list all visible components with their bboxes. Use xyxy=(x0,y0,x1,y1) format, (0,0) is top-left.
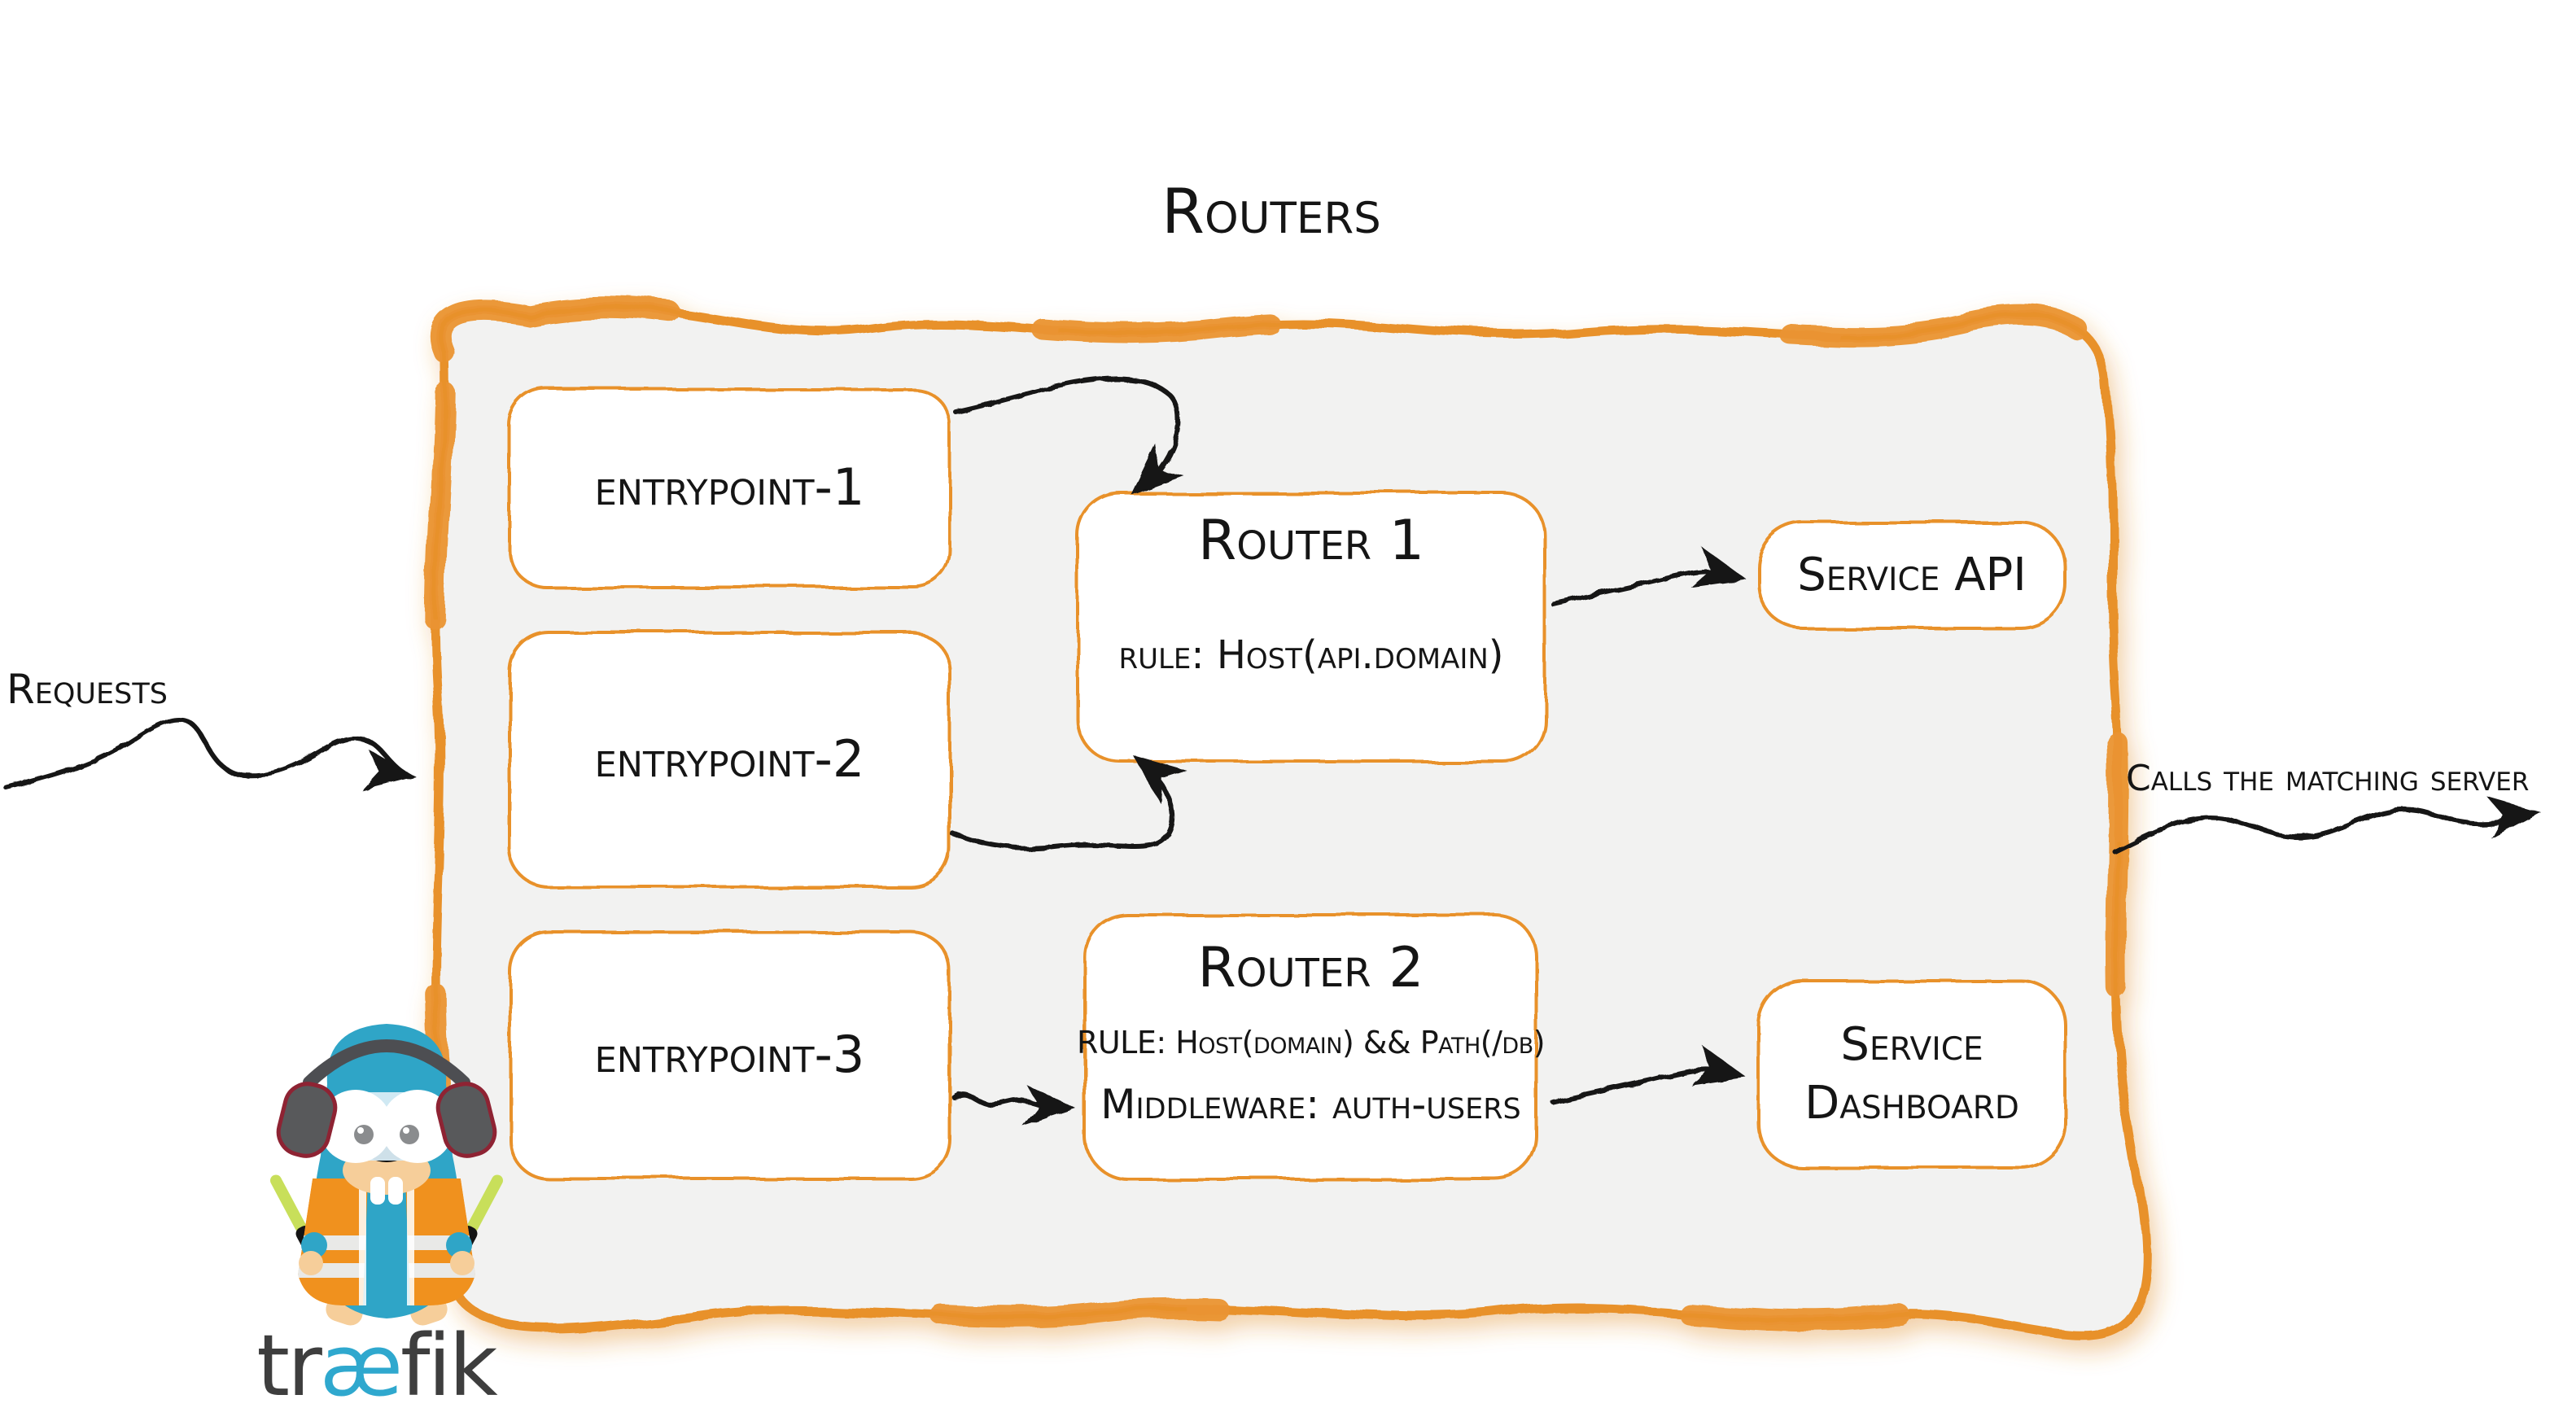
right-hand xyxy=(450,1251,475,1275)
entrypoint-1-label: entrypoint-1 xyxy=(594,457,865,518)
service-dashboard-label: Service Dashboard xyxy=(1758,981,2066,1168)
router-2-title: Router 2 xyxy=(1197,935,1424,1000)
left-earcup xyxy=(276,1082,338,1158)
wordmark-part-ae: æ xyxy=(319,1315,403,1408)
arrow-calls-out xyxy=(2112,791,2543,854)
arrow-router2-to-service-dashboard xyxy=(1550,1044,1752,1104)
right-earcup xyxy=(435,1082,497,1158)
router-1-title: Router 1 xyxy=(1197,508,1425,573)
service-dashboard-box xyxy=(1756,979,2067,1170)
traefik-mascot-icon xyxy=(270,1024,503,1326)
wordmark-part-fik: fik xyxy=(400,1315,498,1408)
arrow-router1-to-service-api xyxy=(1550,546,1752,606)
left-hand xyxy=(299,1251,323,1275)
arrow-entrypoint1-to-router1 xyxy=(953,376,1184,511)
headphone-band xyxy=(303,1039,470,1089)
left-pupil xyxy=(354,1125,374,1144)
arrow-requests-in xyxy=(4,717,420,798)
entrypoint-3-box xyxy=(508,930,951,1180)
router-1-box xyxy=(1076,492,1546,763)
entrypoint-2-box xyxy=(508,631,951,889)
calls-matching-server-label: Calls the matching server xyxy=(2126,757,2530,799)
page-title: Routers xyxy=(1161,175,1381,248)
requests-label: Requests xyxy=(7,665,168,713)
arrow-entrypoint3-to-router2 xyxy=(951,1083,1078,1130)
right-eye xyxy=(381,1090,454,1163)
right-pupil xyxy=(400,1125,419,1144)
service-api-label: Service API xyxy=(1797,549,2027,602)
entrypoint-1-box xyxy=(508,387,951,588)
router-1-rule: rule: Host(api.domain) xyxy=(1118,632,1504,678)
entrypoint-2-label: entrypoint-2 xyxy=(594,729,865,789)
flow-arrows xyxy=(4,376,2543,1130)
left-eye xyxy=(319,1090,392,1163)
safety-vest xyxy=(298,1178,475,1305)
service-dashboard-line1: Service xyxy=(1840,1018,1983,1072)
entrypoint-3-label: entrypoint-3 xyxy=(594,1025,865,1085)
right-tooth xyxy=(388,1177,403,1205)
node-boxes xyxy=(508,387,2067,1180)
wordmark-part-tr: tr xyxy=(256,1315,322,1408)
left-tooth xyxy=(370,1177,385,1205)
router-2-box xyxy=(1083,913,1538,1180)
service-api-box xyxy=(1756,521,2067,630)
arrow-entrypoint2-to-router1 xyxy=(950,738,1187,851)
router-2-middleware: Middleware: auth-users xyxy=(1100,1080,1521,1128)
service-dashboard-line2: Dashboard xyxy=(1804,1077,2019,1130)
left-eye-shine xyxy=(357,1127,364,1134)
right-eye-shine xyxy=(403,1127,409,1134)
router-2-rule: RULE: Host(domain) && Path(/db) xyxy=(1076,1025,1546,1061)
